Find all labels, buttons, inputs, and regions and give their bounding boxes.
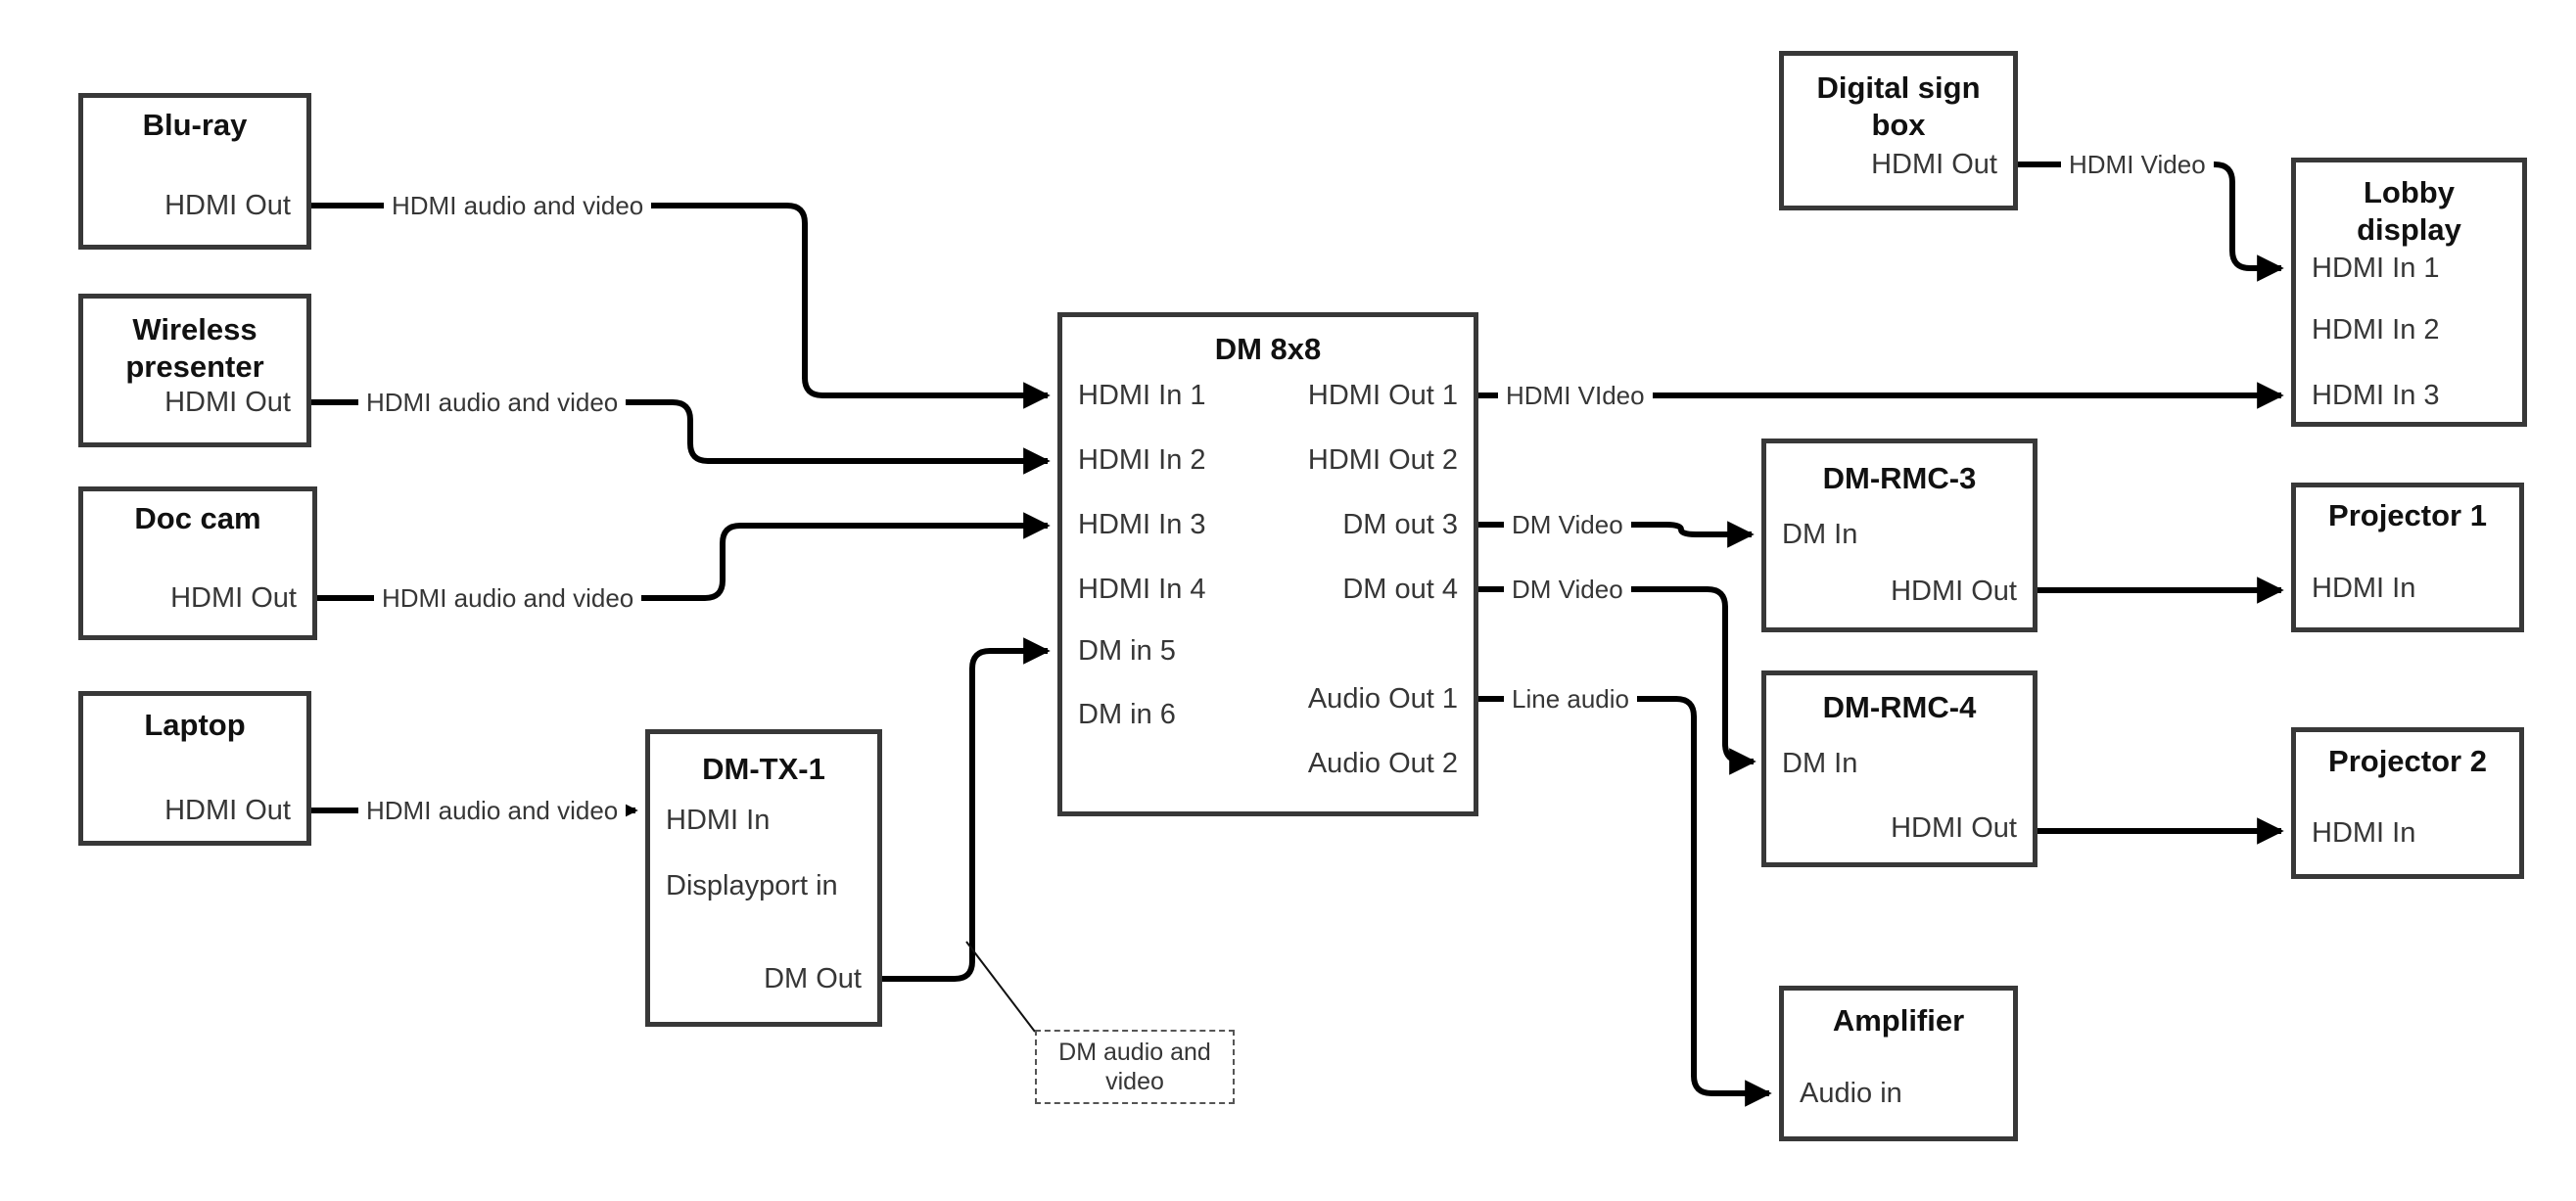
node-title: Projector 1 [2328, 498, 2487, 532]
wire-dm8x8-out3-to-rmc3 [1478, 521, 1755, 548]
wire-label-laptop: HDMI audio and video [358, 795, 627, 826]
wire-label-dm-video-out3: DM Video [1504, 509, 1631, 540]
port-dm-out-3: DM out 3 [1342, 509, 1458, 540]
note-dm-audio-and-video: DM audio and video [1035, 1030, 1235, 1104]
port-dm-in-6: DM in 6 [1078, 699, 1176, 730]
wire-label-wireless: HDMI audio and video [358, 387, 627, 418]
port-hdmi-out: HDMI Out [1891, 576, 2017, 607]
note-text: DM audio and video [1058, 1039, 1211, 1095]
port-hdmi-in: HDMI In [666, 805, 771, 836]
node-lobby-display: Lobby display HDMI In 1 HDMI In 2 HDMI I… [2291, 158, 2527, 427]
port-audio-out-1: Audio Out 1 [1307, 683, 1458, 715]
node-title: Doc cam [134, 501, 261, 535]
node-title: Wireless presenter [125, 312, 264, 384]
node-dm-rmc-3: DM-RMC-3 DM In HDMI Out [1761, 439, 2037, 632]
wire-dm8x8-audio1-to-amp [1478, 696, 1772, 1107]
wire-wireless-to-dm8x8-in2 [311, 399, 1051, 475]
port-hdmi-in: HDMI In [2312, 817, 2416, 849]
node-projector-2: Projector 2 HDMI In [2291, 727, 2524, 879]
node-title: Lobby display [2357, 175, 2461, 247]
port-audio-out-2: Audio Out 2 [1307, 748, 1458, 779]
note-callout-line [965, 941, 1036, 1033]
port-hdmi-in: HDMI In [2312, 573, 2416, 604]
port-hdmi-out: HDMI Out [164, 190, 291, 221]
port-hdmi-out: HDMI Out [1871, 149, 1997, 180]
node-projector-1: Projector 1 HDMI In [2291, 483, 2524, 632]
port-hdmi-in-1: HDMI In 1 [2312, 253, 2440, 284]
port-hdmi-out: HDMI Out [164, 387, 291, 418]
node-dm-8x8: DM 8x8 HDMI In 1 HDMI In 2 HDMI In 3 HDM… [1057, 312, 1478, 816]
wire-label-bluray: HDMI audio and video [384, 190, 652, 221]
node-title: DM-RMC-3 [1822, 461, 1977, 495]
port-hdmi-in-2: HDMI In 2 [2312, 314, 2440, 346]
wire-label-hdmi-video-out1: HDMI VIdeo [1498, 380, 1653, 411]
wire-dmtx1-to-dm8x8-in5 [882, 637, 1051, 982]
port-displayport-in: Displayport in [666, 870, 838, 901]
wire-label-line-audio: Line audio [1504, 683, 1637, 715]
wire-dm8x8-out4-to-rmc4 [1478, 586, 1756, 775]
node-title: Amplifier [1832, 1003, 1965, 1038]
port-dm-out: DM Out [764, 963, 862, 994]
port-dm-in-5: DM in 5 [1078, 635, 1176, 667]
port-hdmi-in-3: HDMI In 3 [1078, 509, 1206, 540]
node-title: Projector 2 [2328, 744, 2487, 778]
port-hdmi-out-2: HDMI Out 2 [1307, 444, 1458, 476]
node-title: Digital sign box [1816, 70, 1981, 142]
port-hdmi-in-1: HDMI In 1 [1078, 380, 1206, 411]
node-doc-cam: Doc cam HDMI Out [78, 486, 317, 640]
port-dm-out-4: DM out 4 [1342, 574, 1458, 605]
port-hdmi-out-1: HDMI Out 1 [1307, 380, 1458, 411]
port-hdmi-in-3: HDMI In 3 [2312, 380, 2440, 411]
node-bluray: Blu-ray HDMI Out [78, 93, 311, 250]
node-laptop: Laptop HDMI Out [78, 691, 311, 846]
port-hdmi-out: HDMI Out [1891, 812, 2017, 844]
port-hdmi-in-2: HDMI In 2 [1078, 444, 1206, 476]
node-digital-sign-box: Digital sign box HDMI Out [1779, 51, 2018, 210]
node-title: Laptop [144, 708, 246, 742]
port-hdmi-in-4: HDMI In 4 [1078, 574, 1206, 605]
node-amplifier: Amplifier Audio in [1779, 986, 2018, 1141]
node-title: DM-TX-1 [702, 752, 825, 786]
node-title: DM-RMC-4 [1822, 690, 1977, 724]
wire-label-doccam: HDMI audio and video [374, 582, 642, 614]
node-title: DM 8x8 [1214, 332, 1322, 366]
wire-label-hdmi-video-sign: HDMI Video [2061, 149, 2214, 180]
wire-bluray-to-dm8x8-in1 [311, 203, 1051, 409]
node-dm-rmc-4: DM-RMC-4 DM In HDMI Out [1761, 670, 2037, 867]
wire-label-dm-video-out4: DM Video [1504, 574, 1631, 605]
node-wireless-presenter: Wireless presenter HDMI Out [78, 294, 311, 447]
wire-sign-to-lobby-in1 [2018, 162, 2284, 282]
port-dm-in: DM In [1782, 519, 1858, 550]
port-audio-in: Audio in [1800, 1078, 1902, 1109]
port-hdmi-out: HDMI Out [164, 795, 291, 826]
port-dm-in: DM In [1782, 748, 1858, 779]
port-hdmi-out: HDMI Out [170, 582, 297, 614]
node-dm-tx-1: DM-TX-1 HDMI In Displayport in DM Out [645, 729, 882, 1027]
wire-doccam-to-dm8x8-in3 [317, 512, 1051, 601]
node-title: Blu-ray [142, 108, 248, 142]
